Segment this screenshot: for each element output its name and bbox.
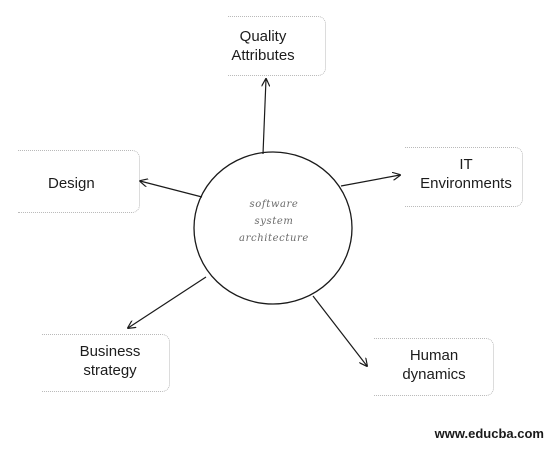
human-dynamics-line-1: Human bbox=[409, 347, 459, 364]
arrow-to-quality-attributes bbox=[263, 79, 266, 155]
business-strategy-line-2: strategy bbox=[83, 362, 137, 379]
it-environments-label: IT Environments bbox=[412, 155, 520, 193]
it-environments-box bbox=[405, 147, 523, 207]
quality-attributes-line-1: Quality bbox=[239, 28, 287, 45]
business-strategy-label: Business strategy bbox=[70, 342, 150, 380]
watermark-text: www.educba.com bbox=[434, 426, 544, 441]
center-line-1: software bbox=[249, 199, 299, 210]
center-line-3: architecture bbox=[239, 233, 309, 244]
center-label: software system architecture bbox=[218, 196, 330, 247]
center-circle bbox=[193, 151, 353, 305]
arrow-to-it-environments bbox=[340, 175, 400, 187]
design-box bbox=[18, 150, 140, 213]
arrow-to-human-dynamics bbox=[312, 295, 367, 366]
arrow-to-design bbox=[140, 181, 203, 198]
quality-attributes-line-2: Attributes bbox=[231, 47, 295, 64]
center-line-2: system bbox=[254, 216, 294, 227]
it-environments-line-2: Environments bbox=[420, 175, 512, 192]
business-strategy-box bbox=[42, 334, 170, 392]
business-strategy-line-1: Business bbox=[79, 343, 141, 360]
design-line-1: Design bbox=[48, 175, 95, 192]
it-environments-line-1: IT bbox=[459, 156, 473, 173]
quality-attributes-box bbox=[228, 16, 326, 76]
arrow-to-business-strategy bbox=[128, 276, 207, 328]
design-label: Design bbox=[48, 174, 104, 193]
human-dynamics-line-2: dynamics bbox=[402, 366, 466, 383]
quality-attributes-label: Quality Attributes bbox=[229, 27, 297, 65]
human-dynamics-box bbox=[374, 338, 494, 396]
human-dynamics-label: Human dynamics bbox=[396, 346, 472, 384]
